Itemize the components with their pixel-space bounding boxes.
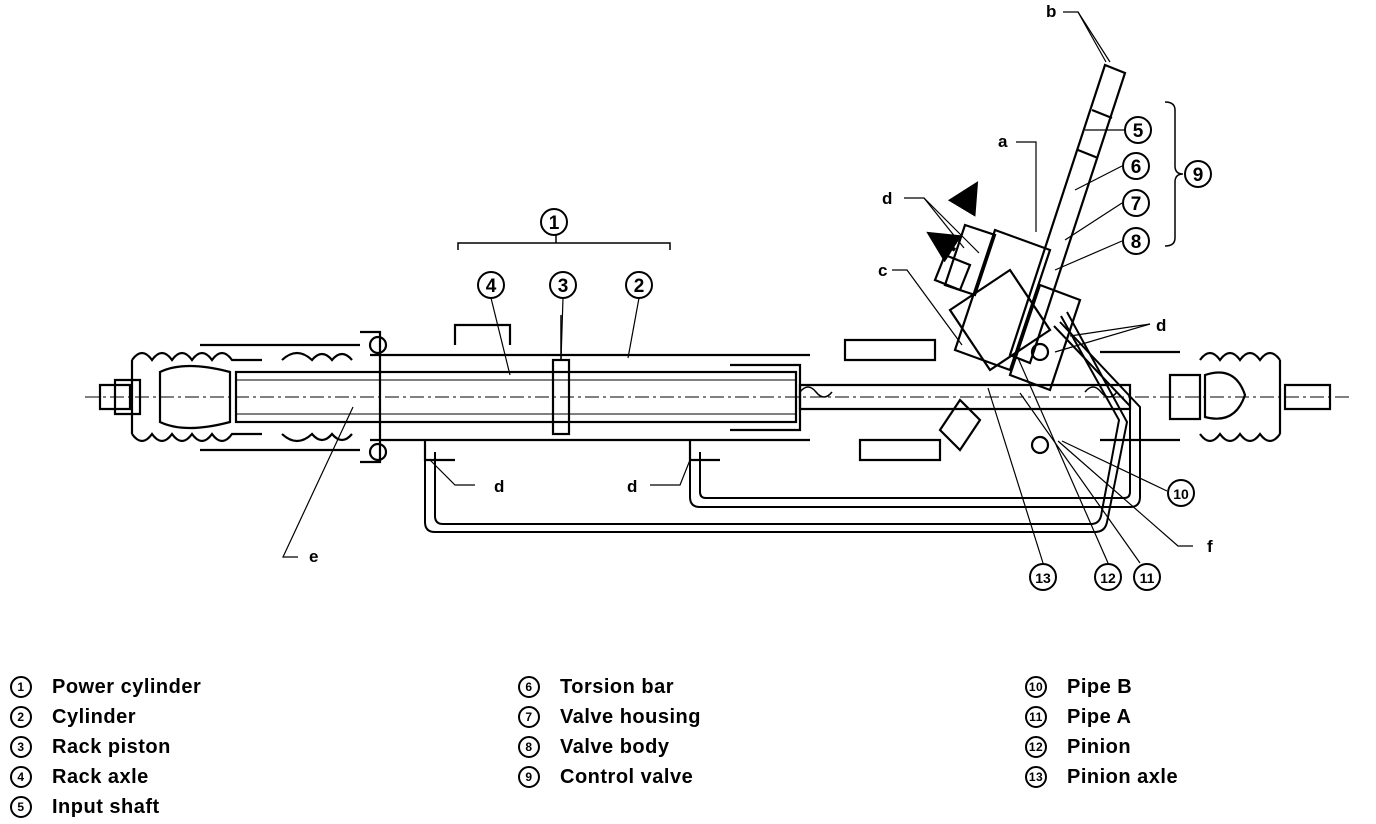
legend-number: 10 <box>1025 676 1047 698</box>
callout-5: 5 <box>1124 116 1152 144</box>
rack-axle <box>234 370 798 424</box>
callout-1: 1 <box>540 208 568 236</box>
label-b: b <box>1046 2 1056 21</box>
legend-number: 11 <box>1025 706 1047 728</box>
callout-9: 9 <box>1184 160 1212 188</box>
callout-3: 3 <box>549 271 577 299</box>
legend-item-pipe-b: 10 Pipe B <box>1025 672 1178 702</box>
legend-label: Pinion <box>1067 735 1132 758</box>
legend-label: Rack piston <box>52 735 171 758</box>
label-d-top: d <box>882 189 892 208</box>
callout-7: 7 <box>1122 189 1150 217</box>
svg-text:11: 11 <box>1140 570 1155 586</box>
svg-text:6: 6 <box>1131 157 1142 178</box>
label-c: c <box>878 261 887 280</box>
legend-item-rack-axle: 4 Rack axle <box>10 762 201 792</box>
legend-column-1: 1 Power cylinder 2 Cylinder 3 Rack pisto… <box>10 672 201 822</box>
label-d-right: d <box>1156 316 1166 335</box>
legend-number: 6 <box>518 676 540 698</box>
legend-column-2: 6 Torsion bar 7 Valve housing 8 Valve bo… <box>518 672 701 792</box>
label-f: f <box>1207 537 1213 556</box>
svg-text:9: 9 <box>1193 165 1204 186</box>
svg-text:7: 7 <box>1131 194 1142 215</box>
svg-text:3: 3 <box>558 276 569 297</box>
legend-label: Pinion axle <box>1067 765 1179 788</box>
legend-item-pipe-a: 11 Pipe A <box>1025 702 1178 732</box>
leader-lines <box>282 11 1193 564</box>
legend-number: 9 <box>518 766 540 788</box>
legend-label: Cylinder <box>52 705 137 728</box>
callout-13: 13 <box>1029 563 1057 591</box>
legend-label: Valve body <box>560 735 670 758</box>
legend-label: Pipe A <box>1067 705 1132 728</box>
legend-number: 12 <box>1025 736 1047 758</box>
bracket-control-valve <box>1164 101 1184 247</box>
svg-text:4: 4 <box>486 276 497 297</box>
legend-item-valve-housing: 7 Valve housing <box>518 702 701 732</box>
callout-10: 10 <box>1167 479 1195 507</box>
pinion-housing <box>798 268 1132 462</box>
legend-item-rack-piston: 3 Rack piston <box>10 732 201 762</box>
legend-label: Input shaft <box>52 795 160 818</box>
legend-item-cylinder: 2 Cylinder <box>10 702 201 732</box>
callout-11: 11 <box>1133 563 1161 591</box>
label-e: e <box>309 547 318 566</box>
legend-column-3: 10 Pipe B 11 Pipe A 12 Pinion 13 Pinion … <box>1025 672 1178 792</box>
legend-label: Rack axle <box>52 765 149 788</box>
legend-label: Control valve <box>560 765 694 788</box>
legend-item-input-shaft: 5 Input shaft <box>10 792 201 822</box>
legend-number: 2 <box>10 706 32 728</box>
label-d-bottom-mid: d <box>627 477 637 496</box>
legend-item-control-valve: 9 Control valve <box>518 762 701 792</box>
svg-text:12: 12 <box>1100 570 1116 586</box>
svg-text:13: 13 <box>1035 570 1051 586</box>
legend-label: Valve housing <box>560 705 701 728</box>
callout-8: 8 <box>1122 227 1150 255</box>
callout-12: 12 <box>1094 563 1122 591</box>
legend-item-torsion-bar: 6 Torsion bar <box>518 672 701 702</box>
legend-number: 3 <box>10 736 32 758</box>
legend-number: 7 <box>518 706 540 728</box>
svg-text:5: 5 <box>1133 121 1144 142</box>
legend-label: Pipe B <box>1067 675 1133 698</box>
legend-label: Power cylinder <box>52 675 202 698</box>
legend-number: 8 <box>518 736 540 758</box>
svg-text:10: 10 <box>1173 486 1189 502</box>
callout-4: 4 <box>477 271 505 299</box>
legend-number: 5 <box>10 796 32 818</box>
cylinder-housing <box>200 323 810 464</box>
legend-item-pinion: 12 Pinion <box>1025 732 1178 762</box>
legend-label: Torsion bar <box>560 675 675 698</box>
legend-item-valve-body: 8 Valve body <box>518 732 701 762</box>
control-valve <box>933 63 1127 392</box>
steering-gear-diagram: 1 4 3 2 5 6 7 8 9 10 13 12 <box>85 2 1350 591</box>
flow-arrows <box>926 181 979 263</box>
legend-number: 1 <box>10 676 32 698</box>
label-d-bottom-left: d <box>494 477 504 496</box>
svg-text:1: 1 <box>549 213 560 234</box>
label-a: a <box>998 132 1008 151</box>
rack-piston <box>551 315 571 436</box>
svg-text:8: 8 <box>1131 232 1142 253</box>
callout-2: 2 <box>625 271 653 299</box>
callout-6: 6 <box>1122 152 1150 180</box>
legend-number: 4 <box>10 766 32 788</box>
legend-item-power-cylinder: 1 Power cylinder <box>10 672 201 702</box>
legend-item-pinion-axle: 13 Pinion axle <box>1025 762 1178 792</box>
left-boot <box>98 351 353 443</box>
svg-text:2: 2 <box>634 276 645 297</box>
bracket-power-cylinder <box>457 232 671 250</box>
legend-number: 13 <box>1025 766 1047 788</box>
